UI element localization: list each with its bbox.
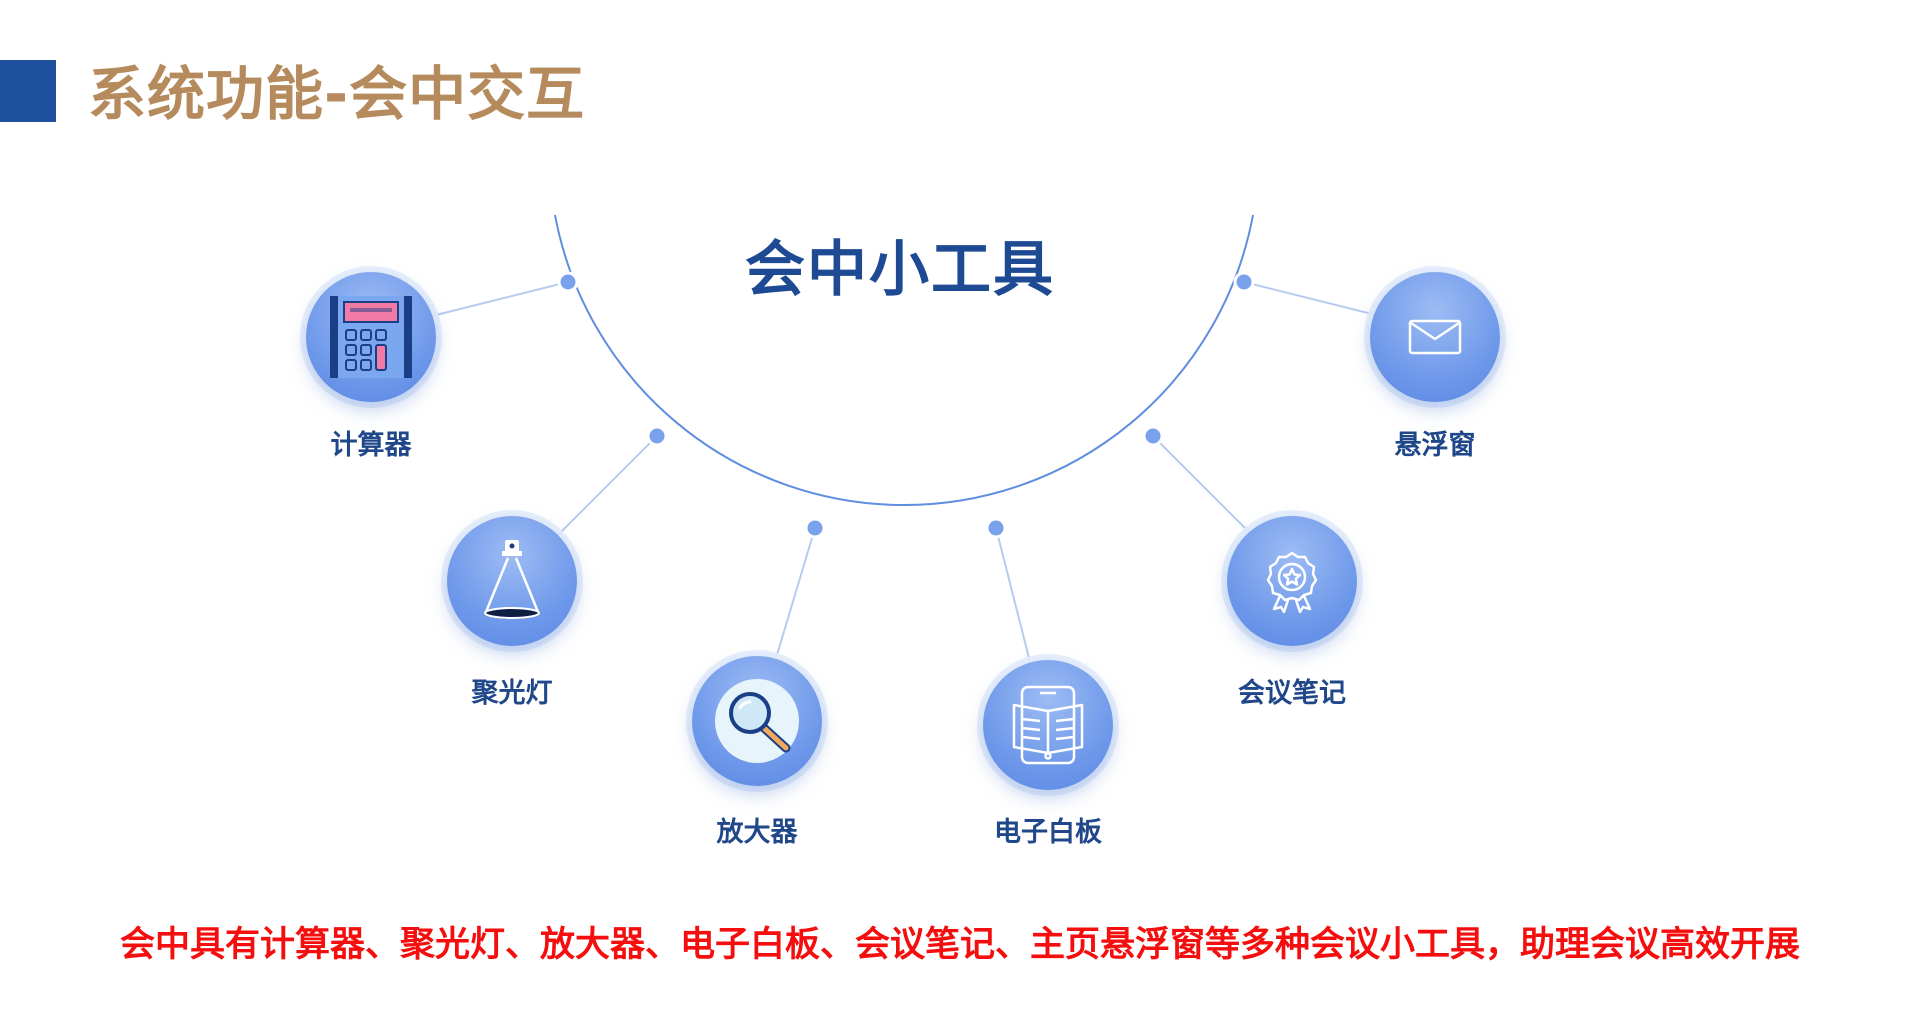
title-accent-block	[0, 60, 56, 122]
connector-line-magnifier	[776, 527, 816, 656]
arc-dot-calculator	[557, 271, 579, 293]
connector-line-whiteboard	[995, 527, 1031, 663]
arc-dot-floating	[1233, 271, 1255, 293]
connector-line-calculator	[431, 281, 569, 317]
tool-label-spotlight: 聚光灯	[471, 678, 553, 709]
center-arc	[554, 214, 1254, 506]
calculator-icon	[330, 296, 412, 378]
tool-label-calculator: 计算器	[330, 430, 412, 461]
tool-calculator[interactable]	[306, 272, 436, 402]
connector-line-notes	[1152, 435, 1253, 536]
spotlight-icon	[484, 540, 540, 619]
whiteboard-icon	[1012, 685, 1084, 765]
arc-dot-spotlight	[646, 425, 668, 447]
arc-dot-notes	[1142, 425, 1164, 447]
slide-title: 系统功能-会中交互	[88, 60, 586, 128]
center-title: 会中小工具	[745, 235, 1055, 305]
badge-star-icon	[1266, 551, 1318, 613]
connector-line-spotlight	[557, 435, 658, 536]
envelope-icon	[1408, 319, 1462, 355]
connector-line-floating	[1243, 281, 1381, 317]
tool-meeting-notes[interactable]	[1227, 516, 1357, 646]
tool-label-meeting-notes: 会议笔记	[1238, 678, 1346, 709]
tool-label-magnifier: 放大器	[716, 817, 798, 848]
tool-whiteboard[interactable]	[983, 660, 1113, 790]
tool-floating-window[interactable]	[1370, 272, 1500, 402]
tool-spotlight[interactable]	[447, 516, 577, 646]
footer-summary: 会中具有计算器、聚光灯、放大器、电子白板、会议笔记、主页悬浮窗等多种会议小工具，…	[119, 925, 1800, 965]
tool-magnifier[interactable]	[692, 656, 822, 786]
magnifier-icon	[715, 679, 799, 763]
tool-label-floating-window: 悬浮窗	[1394, 430, 1476, 461]
tool-label-whiteboard: 电子白板	[994, 817, 1102, 848]
arc-dot-magnifier	[804, 517, 826, 539]
arc-dot-whiteboard	[985, 517, 1007, 539]
